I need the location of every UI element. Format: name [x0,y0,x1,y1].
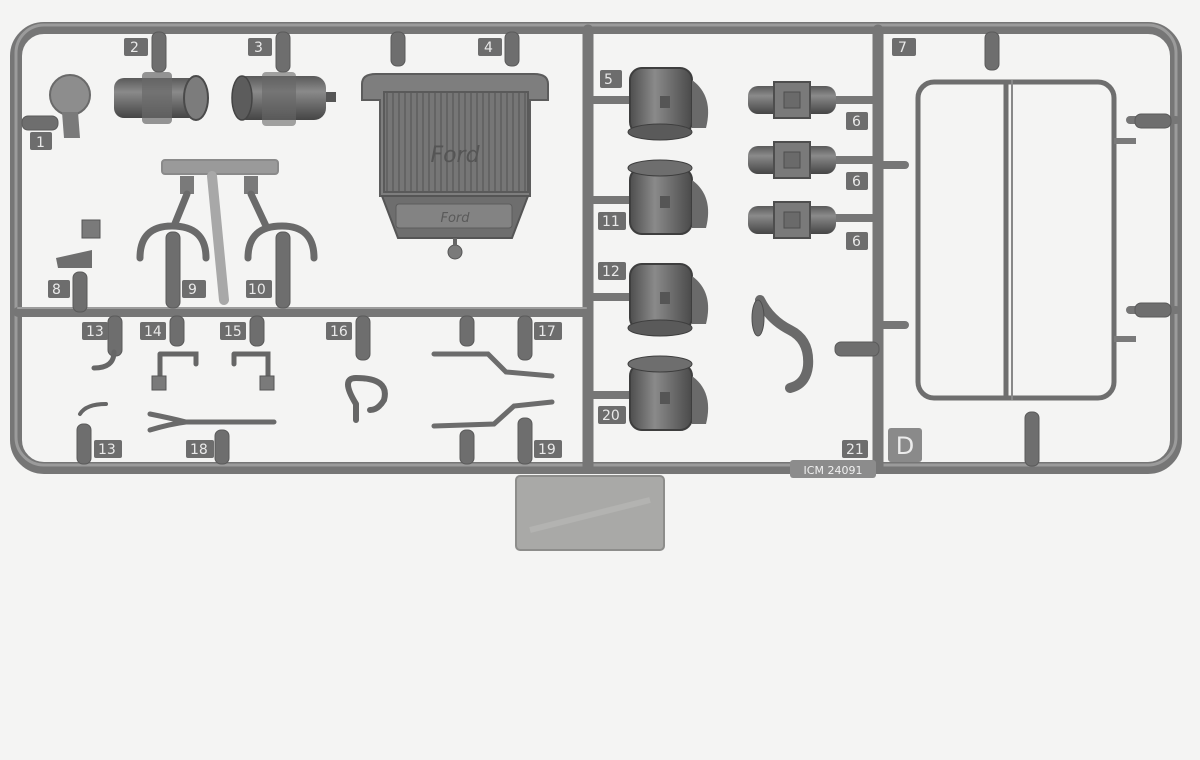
num-16: 16 [330,324,348,340]
num-3: 3 [254,40,263,56]
part-number-labels: 1 2 3 4 5 6 6 6 7 8 9 10 11 12 13 13 14 … [36,40,914,477]
part-11-headlamp [627,159,709,235]
num-6a: 6 [852,114,861,130]
part-5-headlamp [627,67,709,141]
num-14: 14 [144,324,162,340]
num-6c: 6 [852,234,861,250]
sprue-runners [10,22,1182,474]
num-12: 12 [602,264,620,280]
part-9-10-brackets [136,159,318,305]
radiator-logo-small: Ford [440,211,470,226]
part-17-rod [431,351,555,379]
part-14-block [151,375,167,391]
gate-stubs [21,31,1172,467]
part-18-fork [147,411,277,433]
part-8-bracket [56,219,101,268]
part-15-block [259,375,275,391]
num-15: 15 [224,324,242,340]
num-1: 1 [36,135,45,151]
part-4-radiator: Ford Ford [361,73,549,260]
radiator-logo: Ford [430,143,480,168]
part-6-spools [748,81,836,239]
num-13a: 13 [86,324,104,340]
part-13b-lever [78,402,108,416]
num-20: 20 [602,408,620,424]
number-pads [30,38,922,478]
num-13b: 13 [98,442,116,458]
num-19: 19 [538,442,556,458]
num-2: 2 [130,40,139,56]
num-17: 17 [538,324,556,340]
num-4: 4 [484,40,493,56]
part-3-cylinder [231,72,336,126]
sprue-code: ICM 24091 [804,464,863,477]
part-2-cylinder [114,72,209,124]
part-20-headlamp [627,355,709,431]
num-5: 5 [604,72,613,88]
num-21: 21 [846,442,864,458]
num-8: 8 [52,282,61,298]
num-6b: 6 [852,174,861,190]
sprue-letter: D [896,432,914,460]
part-12-headlamp [627,263,709,337]
part-21-horn [751,295,814,393]
num-7: 7 [898,40,907,56]
part-19-rod [431,399,555,429]
num-18: 18 [190,442,208,458]
part-16-hook [345,374,388,423]
num-11: 11 [602,214,620,230]
part-1-disc [49,74,91,138]
num-10: 10 [248,282,266,298]
num-9: 9 [188,282,197,298]
part-7-windscreen-frame [915,79,1136,401]
part-13-14-15-clips [91,349,271,383]
